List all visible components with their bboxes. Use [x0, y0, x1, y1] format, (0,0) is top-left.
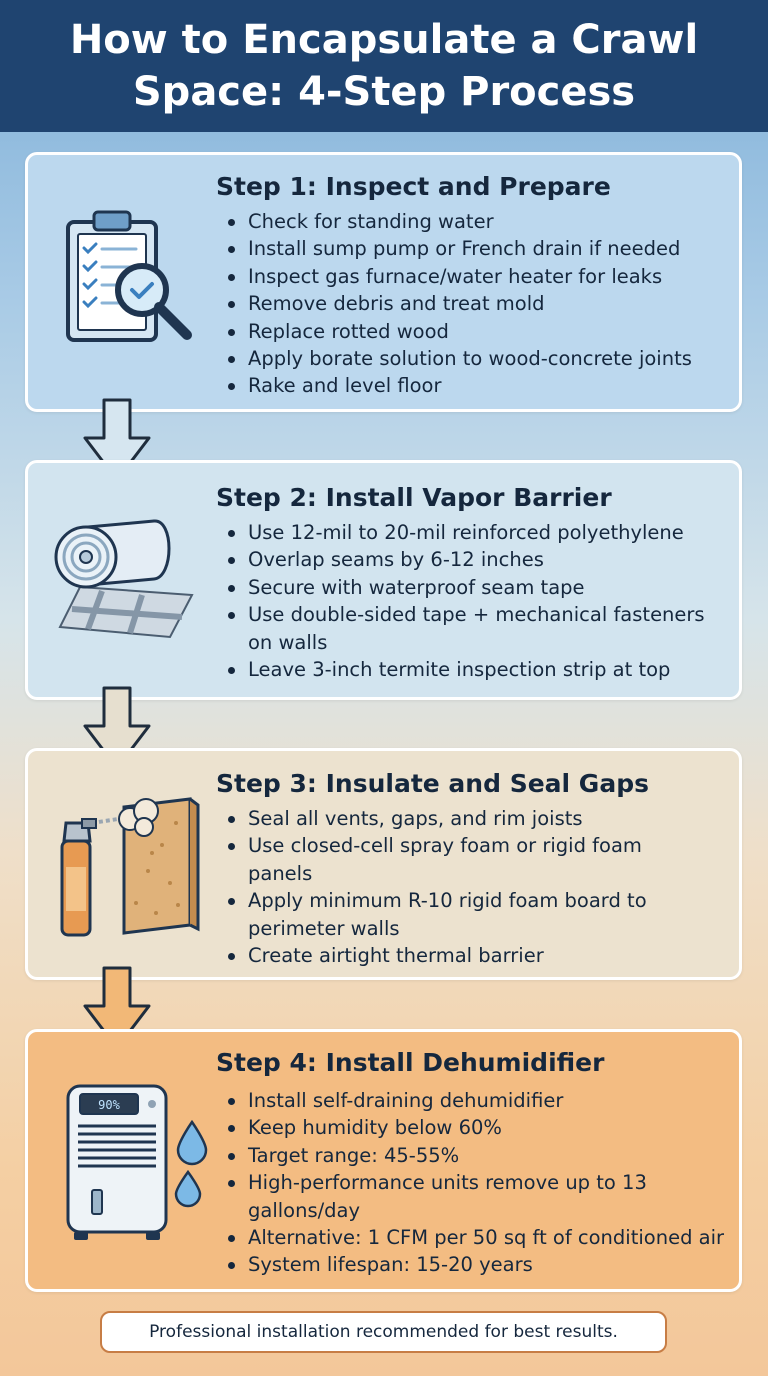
- list-item: Replace rotted wood: [226, 318, 692, 345]
- list-item: Seal all vents, gaps, and rim joists: [226, 805, 688, 832]
- step-2-list: Use 12-mil to 20-mil reinforced polyethy…: [226, 519, 718, 683]
- spray-foam-icon: [52, 793, 202, 943]
- list-item: Use 12-mil to 20-mil reinforced polyethy…: [226, 519, 718, 546]
- step-3-card: Step 3: Insulate and Seal Gaps Seal all …: [25, 748, 742, 980]
- list-item: Keep humidity below 60%: [226, 1114, 724, 1141]
- down-arrow-icon: [82, 686, 152, 776]
- clipboard-magnifier-icon: [62, 210, 202, 350]
- list-item: Create airtight thermal barrier: [226, 942, 688, 969]
- list-item: System lifespan: 15-20 years: [226, 1251, 724, 1278]
- list-item: Alternative: 1 CFM per 50 sq ft of condi…: [226, 1224, 724, 1251]
- footer-text: Professional installation recommended fo…: [149, 1322, 618, 1342]
- list-item: Target range: 45-55%: [226, 1142, 724, 1169]
- step-2-card: Step 2: Install Vapor Barrier Use 12-mil…: [25, 460, 742, 700]
- list-item: Check for standing water: [226, 208, 692, 235]
- step-4-title: Step 4: Install Dehumidifier: [216, 1048, 605, 1077]
- step-4-card: 90% Step 4: Install Dehumidifier Install…: [25, 1029, 742, 1292]
- down-arrow-icon: [82, 398, 152, 488]
- list-item: Install sump pump or French drain if nee…: [226, 235, 692, 262]
- list-item: Use closed-cell spray foam or rigid foam…: [226, 832, 678, 887]
- list-item: Rake and level floor: [226, 372, 692, 399]
- list-item: Remove debris and treat mold: [226, 290, 692, 317]
- down-arrow-icon: [82, 966, 152, 1056]
- list-item: Install self-draining dehumidifier: [226, 1087, 724, 1114]
- step-3-list: Seal all vents, gaps, and rim joists Use…: [226, 805, 688, 969]
- list-item: Leave 3-inch termite inspection strip at…: [226, 656, 718, 683]
- step-1-list: Check for standing water Install sump pu…: [226, 208, 692, 400]
- dehumidifier-icon: 90%: [62, 1082, 227, 1242]
- list-item: Overlap seams by 6-12 inches: [226, 546, 718, 573]
- step-4-list: Install self-draining dehumidifier Keep …: [226, 1087, 724, 1279]
- step-2-title: Step 2: Install Vapor Barrier: [216, 483, 612, 512]
- dehumidifier-display: 90%: [98, 1098, 120, 1112]
- list-item: Apply borate solution to wood-concrete j…: [226, 345, 692, 372]
- header-banner: How to Encapsulate a Crawl Space: 4-Step…: [0, 0, 768, 132]
- footer-note: Professional installation recommended fo…: [100, 1311, 667, 1353]
- step-1-title: Step 1: Inspect and Prepare: [216, 172, 611, 201]
- list-item: Inspect gas furnace/water heater for lea…: [226, 263, 692, 290]
- list-item: Use double-sided tape + mechanical faste…: [226, 601, 718, 656]
- list-item: Apply minimum R-10 rigid foam board to p…: [226, 887, 688, 942]
- step-3-title: Step 3: Insulate and Seal Gaps: [216, 769, 649, 798]
- vapor-barrier-roll-icon: [42, 515, 212, 645]
- list-item: High-performance units remove up to 13 g…: [226, 1169, 698, 1224]
- list-item: Secure with waterproof seam tape: [226, 574, 718, 601]
- step-1-card: Step 1: Inspect and Prepare Check for st…: [25, 152, 742, 412]
- page-title: How to Encapsulate a Crawl Space: 4-Step…: [69, 17, 699, 115]
